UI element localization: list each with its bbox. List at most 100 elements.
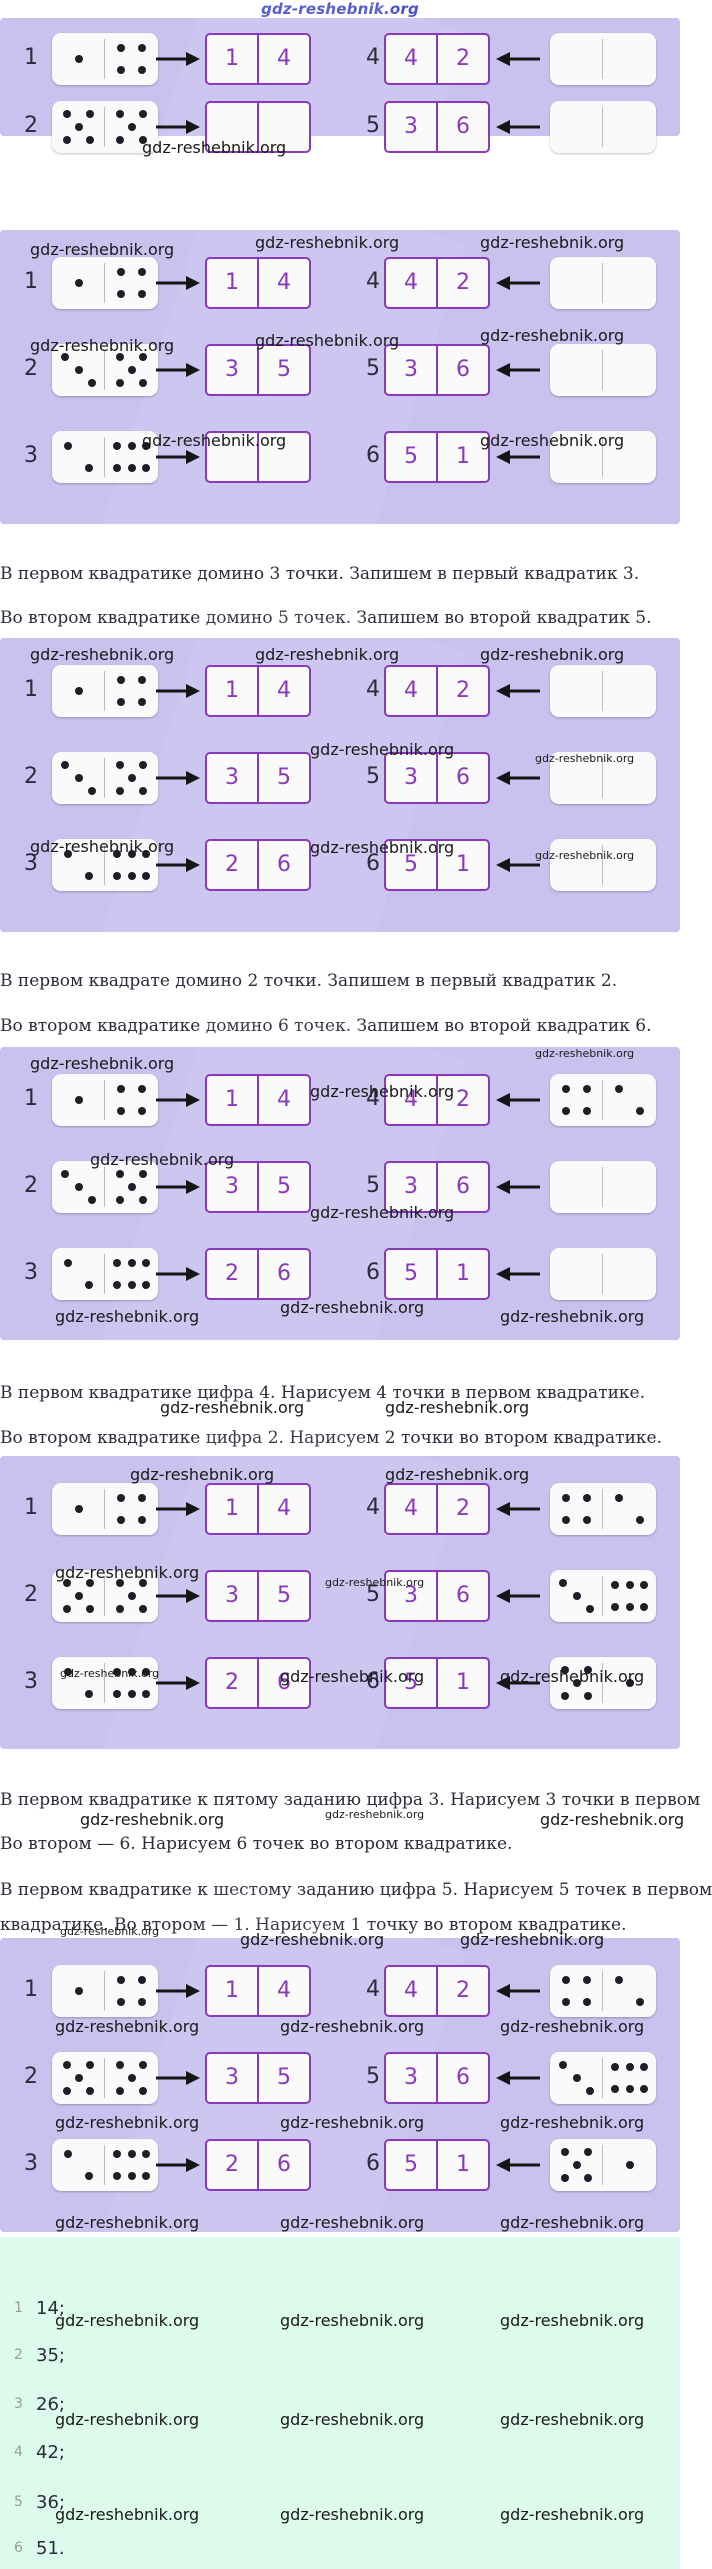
domino-divider: [104, 1080, 105, 1120]
watermark: gdz-reshebnik.org: [325, 1808, 425, 1821]
domino-pip: [116, 1516, 125, 1525]
answer-value: 14;: [36, 2298, 65, 2319]
domino-pip: [559, 2061, 568, 2069]
arrow-right-icon: [156, 1267, 200, 1281]
domino-pip: [561, 1516, 570, 1525]
domino-tile: [550, 839, 656, 891]
domino-pip: [559, 1579, 568, 1587]
answer-box-divider: [257, 1485, 259, 1533]
answer-value: 51.: [36, 2538, 65, 2559]
arrow-right-icon: [156, 1093, 200, 1107]
answer-digit: 3: [225, 357, 239, 382]
domino-pip: [139, 1605, 148, 1613]
watermark: gdz-reshebnik.org: [310, 1203, 455, 1222]
domino-pip: [62, 2087, 71, 2095]
answer-digit: 2: [456, 46, 470, 71]
task-number: 6: [366, 1260, 380, 1285]
answer-box-divider: [436, 1485, 438, 1533]
domino-tile: [52, 431, 158, 483]
domino-pip: [112, 2149, 121, 2158]
answer-box-divider: [436, 2054, 438, 2102]
answer-value: 26;: [36, 2394, 65, 2415]
answer-box-divider: [257, 754, 259, 802]
watermark: gdz-reshebnik.org: [90, 1150, 235, 1169]
answer-box-divider: [436, 1572, 438, 1620]
domino-pip: [115, 110, 124, 118]
domino-pip: [583, 1493, 592, 1502]
arrow-right-icon: [156, 120, 200, 134]
task-number: 5: [366, 2064, 380, 2089]
arrow-right-icon: [156, 858, 200, 872]
domino-pip: [142, 441, 151, 450]
domino-pip: [614, 1493, 623, 1502]
arrow-right-icon: [156, 1180, 200, 1194]
domino-pip: [116, 698, 125, 707]
watermark: gdz-reshebnik.org: [535, 752, 635, 765]
answer-digit: 6: [456, 357, 470, 382]
answer-box: [205, 101, 311, 153]
watermark: gdz-reshebnik.org: [540, 1810, 685, 1829]
answer-digit: 3: [404, 1174, 418, 1199]
answer-digit: 4: [277, 678, 291, 703]
domino-pip: [127, 1258, 136, 1267]
domino-tile: [550, 1965, 656, 2017]
domino-pip: [62, 136, 71, 144]
domino-pip: [572, 2074, 581, 2082]
answer-digit: 1: [456, 444, 470, 469]
domino-divider: [104, 671, 105, 711]
domino-pip: [127, 774, 136, 782]
answer-digit: 1: [225, 1978, 239, 2003]
domino-pip: [74, 1987, 83, 1995]
watermark: gdz-reshebnik.org: [55, 1563, 200, 1582]
domino-pip: [138, 1107, 147, 1116]
watermark: gdz-reshebnik.org: [280, 2213, 425, 2232]
domino-pip: [87, 379, 96, 387]
answer-digit: 2: [456, 270, 470, 295]
domino-pip: [585, 2087, 594, 2095]
domino-pip: [62, 1579, 71, 1587]
task-number: 4: [366, 677, 380, 702]
watermark: gdz-reshebnik.org: [30, 1054, 175, 1073]
domino-divider: [104, 1663, 105, 1703]
task-number: 4: [366, 1977, 380, 2002]
answer-digit: 2: [225, 852, 239, 877]
domino-tile: [550, 1248, 656, 1300]
answer-digit: 3: [404, 2065, 418, 2090]
answer-digit: 4: [404, 1496, 418, 1521]
watermark: gdz-reshebnik.org: [310, 740, 455, 759]
task-number: 2: [24, 764, 38, 789]
arrow-right-icon: [156, 2158, 200, 2172]
task-number: 5: [366, 356, 380, 381]
domino-divider: [104, 1167, 105, 1207]
watermark: gdz-reshebnik.org: [130, 1465, 275, 1484]
answer-digit: 5: [404, 444, 418, 469]
task-number: 3: [24, 1669, 38, 1694]
domino-tile: [550, 2139, 656, 2191]
domino-pip: [583, 1107, 592, 1116]
domino-pip: [139, 2061, 148, 2069]
domino-tile: [52, 1965, 158, 2017]
domino-pip: [614, 1084, 623, 1093]
domino-pip: [142, 2172, 151, 2181]
domino-tile: [550, 344, 656, 396]
domino-pip: [139, 353, 148, 361]
watermark: gdz-reshebnik.org: [160, 1398, 305, 1417]
answer-digit: 6: [277, 2152, 291, 2177]
arrow-right-icon: [156, 2071, 200, 2085]
watermark: gdz-reshebnik.org: [240, 1930, 385, 1949]
answer-digit: 4: [277, 270, 291, 295]
domino-pip: [112, 872, 121, 881]
domino-pip: [116, 1107, 125, 1116]
domino-divider: [602, 1254, 603, 1294]
domino-pip: [584, 2174, 593, 2182]
domino-pip: [127, 872, 136, 881]
answer-digit: 3: [404, 114, 418, 139]
domino-pip: [116, 1998, 125, 2007]
domino-pip: [561, 1998, 570, 2007]
domino-pip: [561, 1084, 570, 1093]
answer-value: 42;: [36, 2442, 65, 2463]
answer-box-divider: [436, 1076, 438, 1124]
domino-divider: [602, 758, 603, 798]
